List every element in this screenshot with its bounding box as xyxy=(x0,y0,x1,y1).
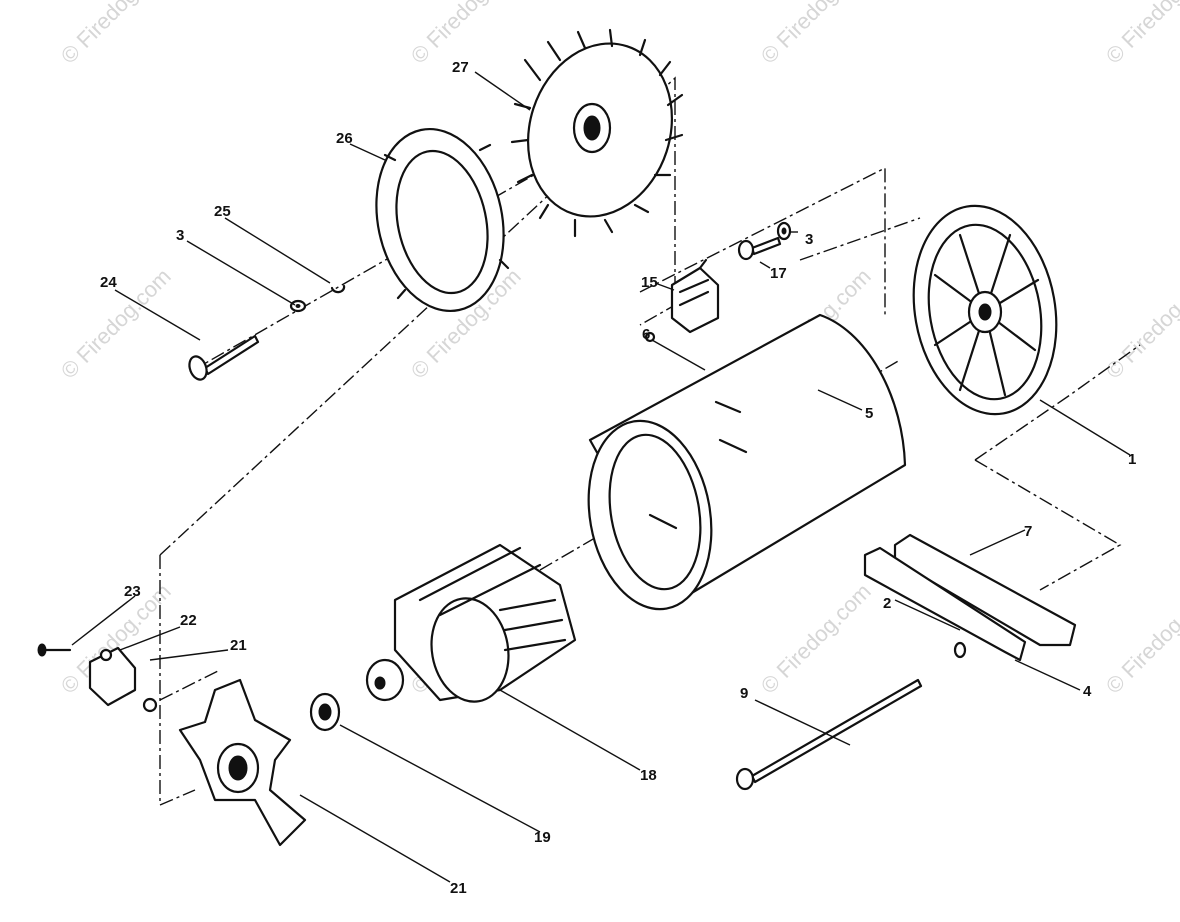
part-label: 26 xyxy=(336,130,353,147)
part-label: 17 xyxy=(770,265,787,282)
part-labels: 27 26 25 3 24 15 6 5 3 17 1 7 2 4 9 18 1… xyxy=(100,59,1136,897)
rotor-part-17[interactable] xyxy=(365,543,577,708)
screw-part-6[interactable] xyxy=(644,331,656,343)
watermark: © Firedog.com xyxy=(756,579,876,699)
end-bell-part-1[interactable] xyxy=(898,194,1072,425)
shroud-ring-part-26[interactable] xyxy=(360,117,520,323)
watermark: © Firedog.com xyxy=(1101,0,1180,69)
washer-part-3[interactable] xyxy=(776,221,792,241)
part-label: 15 xyxy=(641,274,658,291)
bolt-part-24[interactable] xyxy=(186,334,260,382)
bracket-plate-part-19[interactable] xyxy=(178,678,307,847)
part-label: 21 xyxy=(230,637,247,654)
part-label: 7 xyxy=(1024,523,1032,540)
part-label: 27 xyxy=(452,59,469,76)
washer-part-3[interactable] xyxy=(289,299,307,313)
through-bolt-part-9[interactable] xyxy=(735,678,923,791)
part-label: 23 xyxy=(124,583,141,600)
watermark: © Firedog.com xyxy=(756,0,876,69)
part-label: 25 xyxy=(214,203,231,220)
stator-housing[interactable] xyxy=(574,313,907,619)
watermark: © Firedog.com xyxy=(1101,264,1180,384)
part-label: 18 xyxy=(640,767,657,784)
part-label: 24 xyxy=(100,274,117,291)
part-labels-extra: 21 22 23 xyxy=(124,583,247,654)
part-label: 4 xyxy=(1083,683,1092,700)
part-label: 19 xyxy=(534,829,551,846)
part-label: 2 xyxy=(883,595,891,612)
brush-holder-part-8[interactable] xyxy=(670,258,720,334)
module-part-22[interactable] xyxy=(88,646,137,707)
bearing-part-18[interactable] xyxy=(309,692,341,732)
nut-part-4[interactable] xyxy=(953,641,967,659)
terminal-part-23[interactable] xyxy=(37,643,72,657)
part-label: 21 xyxy=(450,880,467,897)
part-label: 9 xyxy=(740,685,748,702)
leader-lines xyxy=(71,71,1131,883)
part-label: 6 xyxy=(642,326,650,343)
bracket-part-2[interactable] xyxy=(863,546,1027,662)
bolt-part-15[interactable] xyxy=(737,236,782,261)
screw-part-21[interactable] xyxy=(142,697,158,713)
watermark: © Firedog.com xyxy=(56,0,176,69)
part-label: 3 xyxy=(805,231,813,248)
watermark: © Firedog.com xyxy=(1101,579,1180,699)
part-label: 1 xyxy=(1128,451,1136,468)
part-label: 22 xyxy=(180,612,197,629)
lock-washer-part-25[interactable] xyxy=(330,284,346,294)
part-label: 5 xyxy=(865,405,873,422)
fan-part-27[interactable] xyxy=(506,25,694,238)
part-label: 3 xyxy=(176,227,184,244)
